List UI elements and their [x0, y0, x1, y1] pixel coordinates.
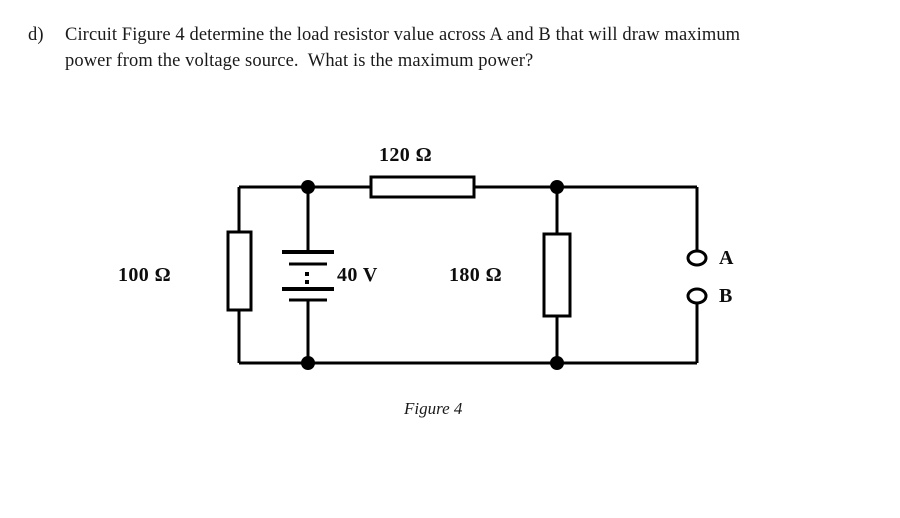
label-voltage-source: 40 V	[337, 264, 378, 286]
open-terminals	[686, 249, 708, 305]
resistor-180-ohm-body	[542, 232, 572, 318]
label-left-resistor: 100 Ω	[118, 264, 172, 286]
figure-caption: Figure 4	[404, 399, 463, 418]
junction-dot-top-right	[550, 180, 564, 194]
question-text-line-2: power from the voltage source. What is t…	[65, 51, 534, 71]
label-series-resistor: 120 Ω	[379, 144, 433, 166]
resistor-100-ohm-body	[226, 230, 253, 312]
label-terminal-a: A	[719, 247, 734, 269]
terminal-b-circle	[686, 287, 708, 305]
junction-dot-top-left	[301, 180, 315, 194]
junction-dot-bottom-left	[301, 356, 315, 370]
question-text-line-1: Circuit Figure 4 determine the load resi…	[65, 25, 741, 45]
question-list-marker: d)	[28, 25, 44, 45]
junction-dot-bottom-right	[550, 356, 564, 370]
battery-symbol	[282, 250, 334, 302]
label-terminal-b: B	[719, 285, 733, 307]
resistor-120-ohm-body	[369, 175, 476, 199]
junction-dots	[301, 180, 564, 370]
label-parallel-resistor: 180 Ω	[449, 264, 503, 286]
terminal-a-circle	[686, 249, 708, 267]
